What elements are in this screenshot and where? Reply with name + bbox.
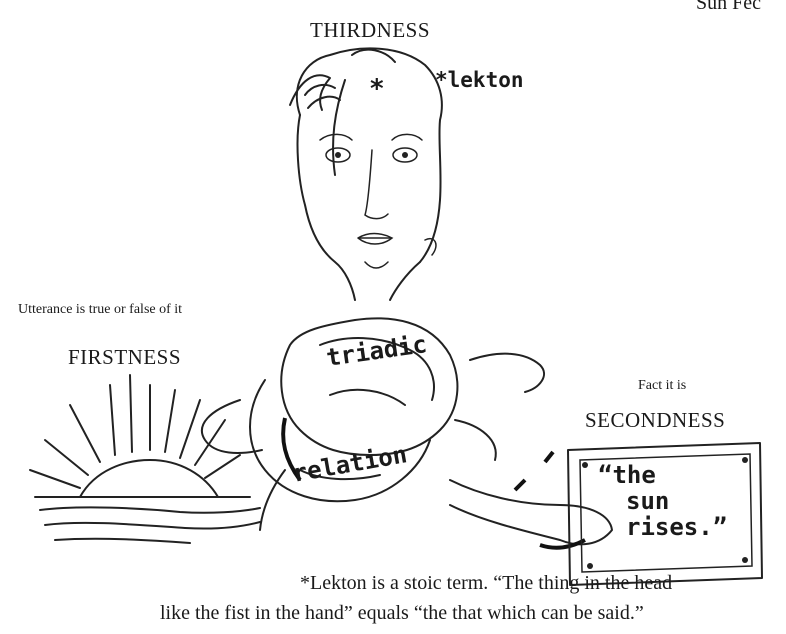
sun-drawing [30, 375, 260, 543]
secondness-note: Fact it is [638, 378, 686, 394]
sign-quote-open: “ [598, 461, 612, 489]
head-drawing [290, 48, 442, 300]
thirdness-label: THIRDNESS [310, 18, 430, 43]
lekton-label: *lekton [435, 68, 524, 92]
sign-line-2: sun [598, 487, 669, 515]
footnote-line-1: *Lekton is a stoic term. “The thing in t… [300, 572, 672, 595]
firstness-label: FIRSTNESS [68, 345, 181, 370]
sign-line-3: rises.” [598, 513, 727, 541]
footnote-line-2: like the fist in the hand” equals “the t… [160, 602, 644, 625]
corner-text: Sun Fec [696, 0, 761, 15]
secondness-label: SECONDNESS [585, 408, 725, 433]
sign-line-1: the [612, 461, 655, 489]
firstness-note: Utterance is true or false of it [18, 302, 182, 318]
sign-text: “the sun rises.” [598, 462, 727, 540]
forehead-asterisk: * [369, 74, 385, 104]
